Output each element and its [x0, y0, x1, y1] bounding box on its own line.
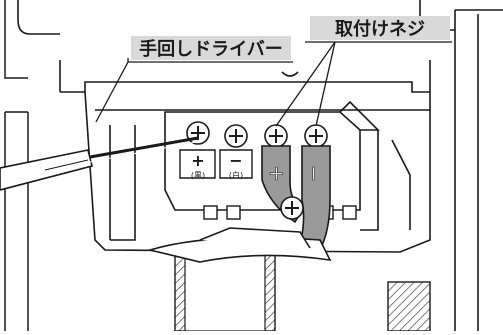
terminal-screw	[186, 121, 328, 148]
cable-tube-left	[174, 254, 276, 332]
terminal-block-frame	[84, 91, 431, 253]
label-mounting-screw-box	[310, 16, 450, 40]
terminal-plus-sign: +	[191, 151, 204, 170]
terminal-slots	[179, 149, 253, 179]
terminal-minus-sign: −	[229, 151, 242, 170]
cable-minus-label: I	[311, 164, 316, 185]
cable-tube-right	[387, 281, 431, 332]
terminal-plus-color: (黒)	[191, 171, 205, 180]
cable-plus-label: +	[268, 161, 285, 185]
screwdriver	[0, 136, 199, 191]
mounting-screw-lower	[280, 196, 304, 220]
leader-lines	[95, 41, 452, 127]
gland-cover	[146, 227, 332, 263]
label-screwdriver: 手回しドライバー	[139, 38, 283, 60]
terminal-minus-color: (白)	[229, 170, 243, 180]
label-mounting-screw: 取付けネジ	[335, 18, 425, 40]
label-screwdriver-box	[131, 36, 291, 60]
left-panel	[4, 0, 29, 331]
cable-minus	[299, 145, 331, 251]
